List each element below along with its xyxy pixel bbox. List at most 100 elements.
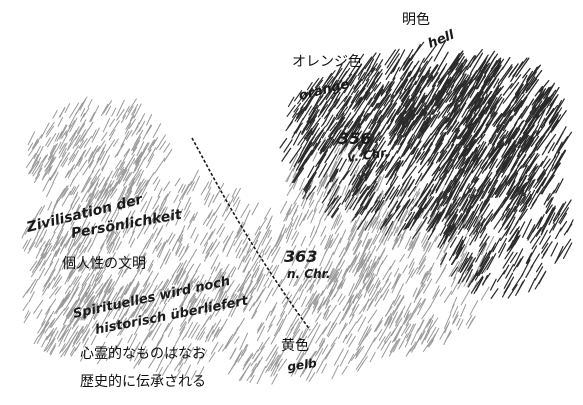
hatch-stroke bbox=[542, 158, 551, 169]
hatch-stroke bbox=[471, 185, 483, 204]
hatch-stroke bbox=[431, 213, 441, 229]
hatch-stroke bbox=[162, 206, 168, 216]
hatch-stroke bbox=[338, 295, 346, 305]
hatch-stroke bbox=[491, 66, 504, 84]
hatch-stroke bbox=[282, 294, 293, 308]
hatch-stroke bbox=[300, 136, 307, 147]
hatch-stroke bbox=[39, 205, 45, 215]
hatch-stroke bbox=[501, 56, 511, 70]
hatch-stroke bbox=[399, 138, 412, 160]
hatch-stroke bbox=[385, 224, 394, 241]
hatch-stroke bbox=[347, 227, 355, 241]
hatch-stroke bbox=[87, 150, 96, 164]
hatch-stroke bbox=[469, 74, 483, 99]
hatch-stroke bbox=[286, 180, 297, 196]
hatch-stroke bbox=[286, 169, 293, 183]
hatch-stroke bbox=[291, 324, 301, 340]
hatch-stroke bbox=[289, 153, 299, 171]
hatch-stroke bbox=[358, 221, 367, 236]
hatch-stroke bbox=[448, 95, 458, 108]
hatch-stroke bbox=[41, 308, 51, 326]
hatch-stroke bbox=[383, 93, 392, 107]
hatch-stroke bbox=[414, 72, 430, 96]
hatch-stroke bbox=[402, 92, 410, 102]
hatch-stroke bbox=[350, 158, 361, 177]
hatch-stroke bbox=[519, 119, 529, 134]
hatch-stroke bbox=[508, 240, 514, 251]
hatch-stroke bbox=[111, 107, 117, 117]
hatch-stroke bbox=[256, 356, 263, 367]
hatch-stroke bbox=[256, 366, 266, 385]
hatch-stroke bbox=[372, 161, 390, 184]
hatch-stroke bbox=[308, 115, 315, 124]
hatch-stroke bbox=[105, 225, 114, 238]
hatch-stroke bbox=[553, 182, 560, 194]
hatch-stroke bbox=[256, 274, 266, 292]
hatch-stroke bbox=[416, 102, 426, 115]
hatch-stroke bbox=[275, 234, 283, 248]
hatch-stroke bbox=[318, 337, 324, 347]
hatch-stroke bbox=[339, 349, 349, 367]
hatch-stroke bbox=[81, 201, 90, 216]
hatch-stroke bbox=[515, 184, 525, 197]
hatch-stroke bbox=[123, 148, 130, 157]
hatch-stroke bbox=[488, 88, 497, 102]
hatch-stroke bbox=[355, 196, 368, 216]
hatch-stroke bbox=[318, 340, 326, 350]
hatch-stroke bbox=[485, 179, 499, 202]
hatch-stroke bbox=[513, 193, 527, 213]
hatch-stroke bbox=[474, 266, 484, 281]
hatch-stroke bbox=[116, 241, 122, 251]
hatch-stroke bbox=[537, 109, 546, 124]
hatch-stroke bbox=[457, 276, 465, 290]
hatch-stroke bbox=[382, 266, 392, 280]
hatch-stroke bbox=[113, 286, 124, 302]
hatch-stroke bbox=[93, 308, 99, 319]
hatch-stroke bbox=[329, 63, 343, 88]
hatch-stroke bbox=[321, 72, 333, 89]
hatch-stroke bbox=[72, 172, 79, 182]
hatch-stroke bbox=[449, 214, 459, 232]
hatch-stroke bbox=[513, 248, 524, 267]
hatch-stroke bbox=[286, 104, 296, 117]
hatch-stroke bbox=[202, 212, 212, 225]
hatch-stroke bbox=[209, 215, 218, 229]
hatch-stroke bbox=[234, 223, 245, 240]
hatch-stroke bbox=[371, 78, 379, 89]
hatch-stroke bbox=[294, 364, 300, 375]
hatch-stroke bbox=[261, 229, 270, 246]
hatch-stroke bbox=[42, 177, 51, 192]
hatch-stroke bbox=[359, 191, 375, 215]
hatch-stroke bbox=[318, 163, 327, 178]
hatch-stroke bbox=[392, 301, 402, 316]
hatch-stroke bbox=[501, 208, 511, 221]
hatch-stroke bbox=[525, 76, 536, 91]
hatch-stroke bbox=[404, 211, 413, 222]
hatch-stroke bbox=[469, 69, 482, 86]
hatch-stroke bbox=[48, 211, 55, 221]
hatch-stroke bbox=[62, 157, 69, 168]
hatch-stroke bbox=[156, 207, 163, 217]
hatch-stroke bbox=[61, 185, 69, 199]
hatch-stroke bbox=[292, 178, 299, 190]
hatch-stroke bbox=[237, 255, 245, 270]
hatch-stroke bbox=[392, 92, 402, 106]
hatch-stroke bbox=[42, 162, 52, 179]
hatch-stroke bbox=[151, 227, 158, 240]
hatch-stroke bbox=[467, 55, 476, 67]
hatch-stroke bbox=[233, 349, 243, 366]
hatch-stroke bbox=[436, 90, 453, 113]
hatch-stroke bbox=[283, 209, 291, 222]
hatch-stroke bbox=[479, 227, 487, 239]
hatch-stroke bbox=[427, 63, 438, 79]
hatch-stroke bbox=[446, 127, 460, 149]
hatch-stroke bbox=[56, 141, 62, 152]
hatch-stroke bbox=[72, 316, 82, 329]
hatch-stroke bbox=[421, 270, 429, 284]
hatch-stroke bbox=[148, 139, 156, 152]
hatch-stroke bbox=[524, 66, 538, 86]
hatch-stroke bbox=[136, 179, 147, 195]
hatch-stroke bbox=[266, 248, 273, 260]
hatch-stroke bbox=[396, 200, 409, 218]
hatch-stroke bbox=[460, 252, 473, 273]
